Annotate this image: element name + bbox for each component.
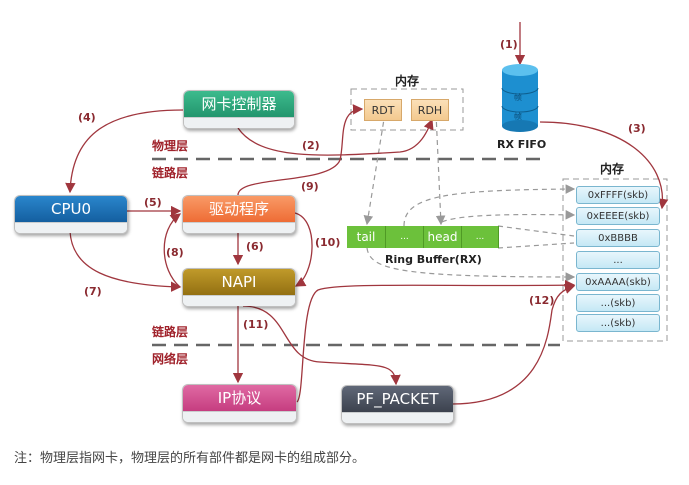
rx-fifo-label: RX FIFO [497,138,547,151]
cpu0-label: CPU0 [15,196,127,222]
register-rdh: RDH [411,99,449,121]
pointer-rdh-head [435,112,446,226]
pointer-rdt-tail [363,112,386,226]
nic-controller-label: 网卡控制器 [184,91,294,117]
napi-node: NAPI [182,268,296,307]
memory-cell: 0xBBBB [576,229,660,247]
step-label-11: (11) [243,318,269,331]
rx-fifo-frame-1: 帧 [514,93,522,102]
arrow-2 [237,118,434,156]
arrow-napi-pf [242,305,401,386]
pointer-ring-ffff [403,184,576,227]
step-label-5: (5) [144,196,162,209]
rx-fifo-frame-2: 帧 [514,112,522,121]
ring-cell-gap-1: ... [386,226,424,248]
footnote: 注：物理层指网卡，物理层的所有部件都是网卡的组成部分。 [14,451,366,466]
ip-node: IP协议 [182,384,297,423]
step-label-8: (8) [166,246,184,259]
napi-label: NAPI [183,269,295,295]
ring-cell-tail: tail [347,226,386,248]
ring-cell-gap-2: ... [462,226,499,248]
memory-cell: ...(skb) [576,314,660,332]
memory-right-box [562,178,668,342]
pointer-tail-aaaa [366,247,576,282]
cpu0-node: CPU0 [14,195,128,234]
pointer-ring-bbbb [497,225,575,237]
step-label-3: (3) [628,122,646,135]
driver-node: 驱动程序 [182,195,296,234]
step-label-1: (1) [500,38,518,51]
rx-fifo-cylinder [501,64,539,132]
arrow-9 [237,104,364,196]
step-label-4: (4) [78,111,96,124]
memory-top-title: 内存 [395,74,420,88]
pf-packet-node: PF_PACKET [341,385,454,424]
memory-cell: 0xAAAA(skb) [576,273,660,291]
nic-controller-node: 网卡控制器 [183,90,295,129]
step-label-10: (10) [315,236,341,249]
arrow-7 [69,230,182,292]
step-label-2: (2) [302,139,320,152]
step-label-12: (12) [529,294,555,307]
layer-label-physical: 物理层 [152,139,189,153]
pointer-head-eeee [441,210,576,223]
pf-packet-label: PF_PACKET [342,386,453,412]
memory-cell: 0xEEEE(skb) [576,207,660,225]
memory-cell: 0xFFFF(skb) [576,186,660,204]
ring-cell-head: head [424,226,462,248]
ring-buffer-label: Ring Buffer(RX) [385,253,482,266]
register-rdt: RDT [364,99,402,121]
memory-right-title: 内存 [600,162,625,176]
arrow-ip-mem [296,279,576,403]
memory-cell: ...(skb) [576,294,660,312]
layer-label-network: 网络层 [152,352,189,366]
pointer-ring-bbbb-2 [497,242,575,249]
arrow-8 [163,213,182,288]
step-label-9: (9) [301,180,319,193]
memory-top-box [350,88,464,131]
arrow-12 [451,283,576,405]
layer-label-link-upper: 链路层 [152,166,189,180]
driver-label: 驱动程序 [183,196,295,222]
memory-cell: ... [576,251,660,269]
ip-label: IP协议 [183,385,296,411]
arrow-4 [65,109,184,194]
arrow-3 [539,121,669,210]
layer-label-link-lower: 链路层 [152,325,189,339]
step-label-6: (6) [246,240,264,253]
step-label-7: (7) [84,285,102,298]
arrow-10 [294,212,313,287]
